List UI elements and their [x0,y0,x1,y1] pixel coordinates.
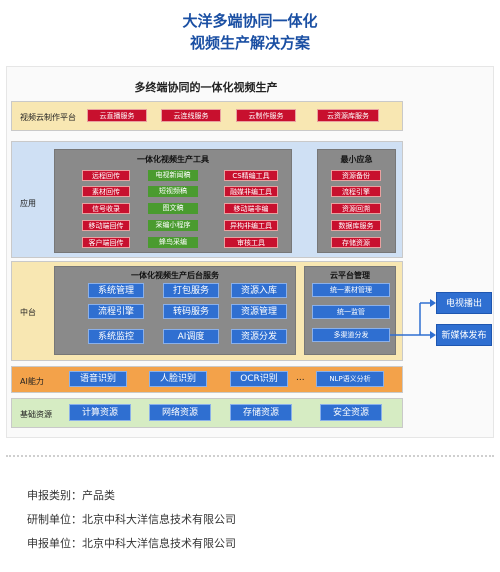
tool-item[interactable]: 移动端非编 [224,203,278,214]
ai-label: AI能力 [20,377,44,386]
backend-panel-title: 一体化视频生产后台服务 [131,271,219,280]
cloud-platform-label: 视频云制作平台 [20,113,76,122]
ai-capability-item[interactable]: OCR识别 [230,371,288,387]
ai-capability-item[interactable]: 人脸识别 [149,371,207,387]
tool-item[interactable]: CS精编工具 [224,170,278,181]
tool-item[interactable]: 素材回传 [82,186,130,197]
tool-item[interactable]: 电视新闻稿 [148,170,198,181]
category-line: 申报类别：产品类 [27,489,115,502]
tool-item[interactable]: 审核工具 [224,237,278,248]
infrastructure-label: 基础资源 [20,410,52,419]
tool-item[interactable]: 信号收录 [82,203,130,214]
output-tv-broadcast[interactable]: 电视播出 [436,292,492,314]
ai-capability-item[interactable]: 语音识别 [69,371,127,387]
ai-ellipsis: ... [296,373,305,383]
emergency-item[interactable]: 流程引擎 [331,186,381,197]
developer-line: 研制单位：北京中科大洋信息技术有限公司 [27,513,236,526]
tool-item[interactable]: 移动端回传 [82,220,130,231]
applicant-line: 申报单位：北京中科大洋信息技术有限公司 [27,537,236,550]
emergency-panel-title: 最小应急 [340,155,373,164]
emergency-item[interactable]: 资源回溯 [331,203,381,214]
backend-service-item[interactable]: 转码服务 [163,304,219,319]
backend-service-item[interactable]: 打包服务 [163,283,219,298]
ai-capability-item[interactable]: NLP语义分析 [316,371,384,387]
tool-item[interactable]: 远程回传 [82,170,130,181]
backend-service-item[interactable]: AI调度 [163,329,219,344]
backend-service-item[interactable]: 资源管理 [231,304,287,319]
infrastructure-item[interactable]: 安全资源 [320,404,382,421]
backend-service-item[interactable]: 系统管理 [88,283,144,298]
output-new-media[interactable]: 新媒体发布 [436,324,492,346]
tool-item[interactable]: 客户端回传 [82,237,130,248]
cloud-management-item[interactable]: 统一监管 [312,305,390,319]
cloud-service-item[interactable]: 云制作服务 [236,109,296,122]
backend-service-item[interactable]: 资源分发 [231,329,287,344]
tools-panel: 一体化视频生产工具 [54,149,292,253]
tool-item[interactable]: 异构非编工具 [224,220,278,231]
tool-item[interactable]: 图文稿 [148,203,198,214]
cloud-management-panel-title: 云平台管理 [330,271,370,280]
middle-platform-label: 中台 [20,308,36,317]
emergency-item[interactable]: 资源备份 [331,170,381,181]
tool-item[interactable]: 采编小程序 [148,220,198,231]
backend-service-item[interactable]: 资源入库 [231,283,287,298]
backend-service-item[interactable]: 流程引擎 [88,304,144,319]
tool-item[interactable]: 融媒非编工具 [224,186,278,197]
section-divider [6,455,494,457]
tools-panel-title: 一体化视频生产工具 [137,155,209,164]
diagram-title: 多终端协同的一体化视频生产 [134,81,278,94]
tool-item[interactable]: 短视频稿 [148,186,198,197]
infrastructure-item[interactable]: 计算资源 [69,404,131,421]
cloud-management-item[interactable]: 多渠道分发 [312,328,390,342]
title-line-2: 视频生产解决方案 [189,34,310,52]
cloud-service-item[interactable]: 云直播服务 [87,109,147,122]
cloud-service-item[interactable]: 云连线服务 [161,109,221,122]
emergency-panel: 最小应急 [317,149,396,253]
cloud-service-item[interactable]: 云资源库服务 [317,109,379,122]
tool-item[interactable]: 蜂鸟采编 [148,237,198,248]
infrastructure-item[interactable]: 网络资源 [149,404,211,421]
title-line-1: 大洋多端协同一体化 [182,12,318,30]
application-label: 应用 [20,199,36,208]
infrastructure-item[interactable]: 存储资源 [230,404,292,421]
cloud-management-item[interactable]: 统一素材管理 [312,283,390,297]
emergency-item[interactable]: 存储资源 [331,237,381,248]
emergency-item[interactable]: 数据库服务 [331,220,381,231]
backend-service-item[interactable]: 系统监控 [88,329,144,344]
